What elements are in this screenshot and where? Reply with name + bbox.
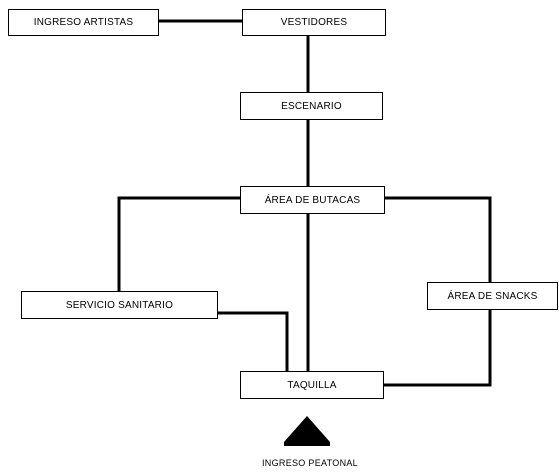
node-area-de-butacas: ÁREA DE BUTACAS	[240, 186, 385, 214]
node-vestidores: VESTIDORES	[242, 9, 386, 36]
node-escenario: ESCENARIO	[240, 92, 383, 120]
node-label: INGRESO ARTISTAS	[33, 17, 134, 28]
triangle-up-icon	[284, 416, 330, 446]
edge-servicio-taquilla	[216, 311, 289, 373]
node-servicio-sanitario: SERVICIO SANITARIO	[21, 291, 218, 319]
node-label: VESTIDORES	[280, 17, 348, 28]
node-label: ÁREA DE SNACKS	[447, 290, 538, 302]
entrance-label: INGRESO PEATONAL	[262, 458, 358, 468]
node-area-de-snacks: ÁREA DE SNACKS	[427, 282, 558, 310]
node-ingreso-artistas: INGRESO ARTISTAS	[8, 9, 159, 36]
edge-butacas-snacks	[383, 196, 492, 284]
node-label: SERVICIO SANITARIO	[65, 299, 174, 311]
node-label: TAQUILLA	[287, 379, 337, 391]
node-label: ÁREA DE BUTACAS	[264, 194, 361, 206]
node-label: ESCENARIO	[281, 100, 342, 112]
node-taquilla: TAQUILLA	[240, 371, 384, 399]
edge-snacks-taquilla	[382, 308, 492, 387]
edge-butacas-servicio	[117, 196, 242, 293]
